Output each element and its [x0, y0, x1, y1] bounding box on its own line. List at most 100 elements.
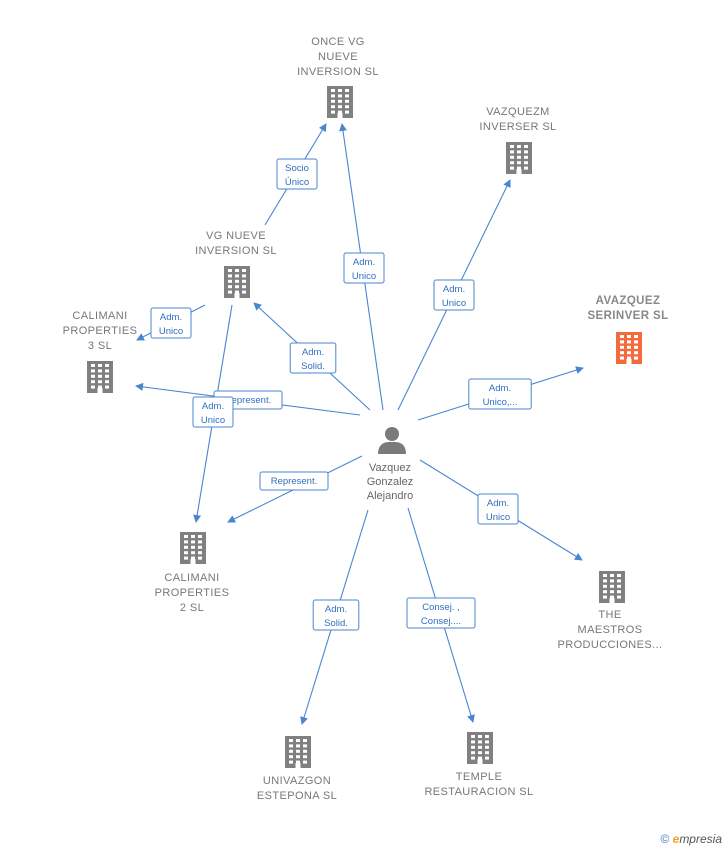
building-window: [620, 356, 624, 360]
edge-label-text: Represent.: [271, 476, 317, 487]
person-head: [385, 427, 399, 441]
building-window: [610, 574, 614, 577]
edge-label-box[interactable]: Consej. ,Consej....: [406, 597, 476, 629]
building-window: [303, 744, 307, 748]
person-icon: [378, 427, 406, 454]
building-window: [198, 551, 202, 555]
edge-label-frame: [276, 158, 318, 190]
building-window: [289, 744, 293, 748]
building-window: [289, 749, 293, 753]
building-window: [184, 535, 188, 538]
building-window: [296, 749, 300, 753]
edge-label-frame: [259, 471, 329, 491]
building-window: [228, 274, 232, 278]
building-window: [91, 385, 95, 389]
node-label: TEMPLE: [456, 771, 502, 783]
building-window: [191, 535, 195, 538]
building-window: [242, 274, 246, 278]
building-window: [303, 749, 307, 753]
edge-label-text: Represent.: [225, 395, 271, 406]
node-label: INVERSION SL: [195, 245, 277, 257]
building-window: [184, 556, 188, 560]
building-window: [610, 595, 614, 599]
building-door: [337, 113, 343, 118]
building-window: [617, 590, 621, 594]
building-window: [91, 374, 95, 378]
building-window: [235, 285, 239, 289]
edge-label-text: Unico: [201, 415, 225, 426]
building-window: [345, 105, 349, 109]
edge-label-text: Socio: [285, 163, 309, 174]
edge-label-text: Adm.: [302, 347, 324, 358]
building-window: [485, 756, 489, 760]
building-window: [338, 99, 342, 103]
building-icon: [224, 266, 250, 298]
edge-label-text: Unico: [352, 271, 376, 282]
building-icon: [467, 732, 493, 764]
building-window: [617, 595, 621, 599]
building-window: [303, 739, 307, 742]
building-door: [190, 559, 196, 564]
building-window: [198, 540, 202, 544]
edge-label-text: Solid.: [324, 618, 348, 629]
building-window: [627, 351, 631, 355]
node-label: SERINVER SL: [587, 310, 668, 322]
edge-label-box[interactable]: Adm.Unico: [343, 252, 385, 284]
edge-label-box[interactable]: Adm. Unico: [150, 307, 192, 339]
person-label: Vazquez: [369, 462, 411, 474]
building-icon: [285, 736, 311, 768]
building-window: [627, 356, 631, 360]
edge-label-text: Unico,...: [483, 397, 518, 408]
edge-label-box[interactable]: Adm.Unico: [192, 396, 234, 428]
edge-label-frame: [468, 378, 532, 410]
edge-label-text: Unico: [159, 326, 183, 337]
building-window: [634, 340, 638, 344]
brand-name: mpresia: [679, 832, 722, 846]
building-window: [91, 380, 95, 384]
building-window: [242, 290, 246, 294]
edge-label-text: Adm.: [489, 383, 511, 394]
building-door: [609, 598, 615, 603]
edge-label-text: Unico: [442, 298, 466, 309]
building-window: [478, 740, 482, 744]
edge-label-text: Adm.: [160, 312, 182, 323]
edge-label-box[interactable]: Adm. Unico,...: [468, 378, 532, 410]
building-window: [634, 345, 638, 349]
building-window: [303, 755, 307, 759]
building-window: [634, 356, 638, 360]
building-window: [485, 751, 489, 755]
edge-label-box[interactable]: Adm. Unico: [433, 279, 475, 311]
building-window: [228, 269, 232, 272]
edge-label-box[interactable]: Represent.: [259, 471, 329, 491]
building-window: [627, 335, 631, 338]
building-window: [620, 351, 624, 355]
edge-label-box[interactable]: Adm.Solid.: [312, 599, 360, 631]
edge-label-box[interactable]: Adm. Solid.: [289, 342, 337, 374]
edge-label-text: Adm.: [443, 284, 465, 295]
building-window: [524, 145, 528, 148]
edge-label-box[interactable]: Adm.Unico: [477, 493, 519, 525]
node-maestros[interactable]: THEMAESTROSPRODUCCIONES...: [557, 571, 662, 651]
building-window: [98, 374, 102, 378]
building-window: [91, 364, 95, 367]
building-window: [485, 745, 489, 749]
building-window: [620, 335, 624, 338]
edge-label-text: Solid.: [301, 361, 325, 372]
building-door: [234, 293, 240, 298]
building-window: [191, 540, 195, 544]
building-icon: [599, 571, 625, 603]
brand-logo-letter: e: [672, 832, 680, 846]
node-label: 2 SL: [180, 602, 204, 614]
building-window: [478, 735, 482, 738]
building-door: [295, 763, 301, 768]
